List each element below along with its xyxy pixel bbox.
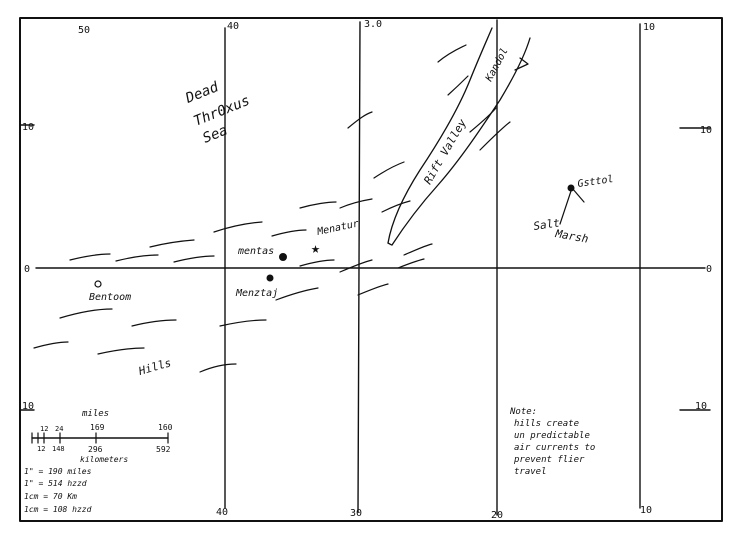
grid-lines [19, 19, 711, 516]
place-bentoom[interactable]: Bentoom [89, 280, 131, 303]
place-menztaj[interactable]: Menztaj [235, 274, 278, 300]
scale-tick-bottom-148: 148 [52, 445, 65, 453]
scale-tick-bottom-296: 296 [88, 445, 103, 454]
hill-strokes [33, 44, 585, 373]
grid-labels-left: 10 0 10 [22, 122, 34, 412]
grid-label-bottom-20: 20 [491, 510, 503, 521]
grid-label-top-50: 50 [78, 25, 90, 36]
scale-miles-label: miles [81, 409, 109, 419]
scale-tick-top-24: 24 [55, 425, 63, 433]
scale-ticks [31, 432, 169, 444]
grid-labels-bottom: 40 30 20 10 [216, 505, 652, 521]
note-line-5: prevent flier [513, 455, 585, 465]
place-label-menatur: Menatur [315, 218, 360, 238]
place-label-gsttol: Gsttol [577, 174, 614, 190]
grid-label-right-0: 0 [706, 264, 712, 275]
scale-note-1: 1" = 190 miles [24, 467, 92, 476]
city-marker-menztaj[interactable] [266, 274, 274, 282]
grid-labels-right: 10 0 10 [695, 125, 712, 412]
grid-label-top-30: 3.0 [364, 19, 382, 30]
sea-label: Dead Thr0xus Sea [183, 79, 253, 147]
scale-tick-bottom-12: 12 [37, 445, 45, 453]
grid-label-right-10-bottom: 10 [695, 401, 707, 412]
town-marker-bentoom[interactable] [94, 280, 102, 288]
note-line-2: hills create [514, 419, 579, 429]
city-marker-mentas[interactable] [279, 253, 287, 261]
note-line-1: Note: [509, 407, 537, 417]
city-marker-gsttol[interactable] [567, 184, 575, 192]
capital-star-icon[interactable]: ★ [311, 239, 320, 257]
scale-tick-top-169: 169 [90, 423, 105, 432]
hills-label: Hills [136, 356, 172, 378]
scale-note-4: 1cm = 108 hzzd [24, 505, 92, 514]
marsh-label-line2: Marsh [553, 227, 589, 246]
place-label-bentoom: Bentoom [89, 292, 131, 303]
grid-label-left-10-top: 10 [22, 122, 34, 133]
scale-tick-bottom-592: 592 [156, 445, 171, 454]
place-mentas[interactable]: mentas [237, 246, 287, 261]
scale-note-3: 1cm = 70 Km [24, 492, 77, 501]
marsh-label-line1: Salt [533, 216, 561, 233]
rift-valley [387, 27, 531, 246]
grid-label-top-40: 40 [227, 21, 239, 32]
grid-label-right-10-top: 10 [700, 125, 712, 136]
scale-bar: miles 12 24 169 160 12 148 296 592 kilom… [24, 409, 173, 514]
grid-label-bottom-10: 10 [640, 505, 652, 516]
marsh-label: Salt Marsh [533, 216, 590, 245]
scale-tick-top-160: 160 [158, 423, 173, 432]
grid-label-bottom-40: 40 [216, 507, 228, 518]
place-gsttol[interactable]: Gsttol [567, 174, 615, 192]
map-border [19, 17, 723, 522]
scale-km-label: kilometers [80, 455, 128, 464]
grid-label-top-10: 10 [643, 22, 655, 33]
place-label-menztaj: Menztaj [235, 288, 278, 299]
place-label-mentas: mentas [237, 246, 274, 257]
note-line-6: travel [514, 467, 547, 477]
grid-labels-top: 50 40 3.0 10 [78, 19, 655, 36]
note-line-4: air currents to [514, 443, 595, 453]
scale-note-2: 1" = 514 hzzd [24, 479, 87, 488]
scale-tick-top-12: 12 [40, 425, 48, 433]
grid-label-left-10-bottom: 10 [22, 401, 34, 412]
note-line-3: un predictable [514, 431, 590, 441]
sea-label-line1: Dead [183, 79, 222, 107]
place-menatur[interactable]: ★ Menatur [311, 218, 360, 257]
grid-label-bottom-30: 30 [350, 508, 362, 519]
map-note: Note: hills create un predictable air cu… [509, 407, 595, 477]
grid-label-left-0: 0 [24, 264, 30, 275]
